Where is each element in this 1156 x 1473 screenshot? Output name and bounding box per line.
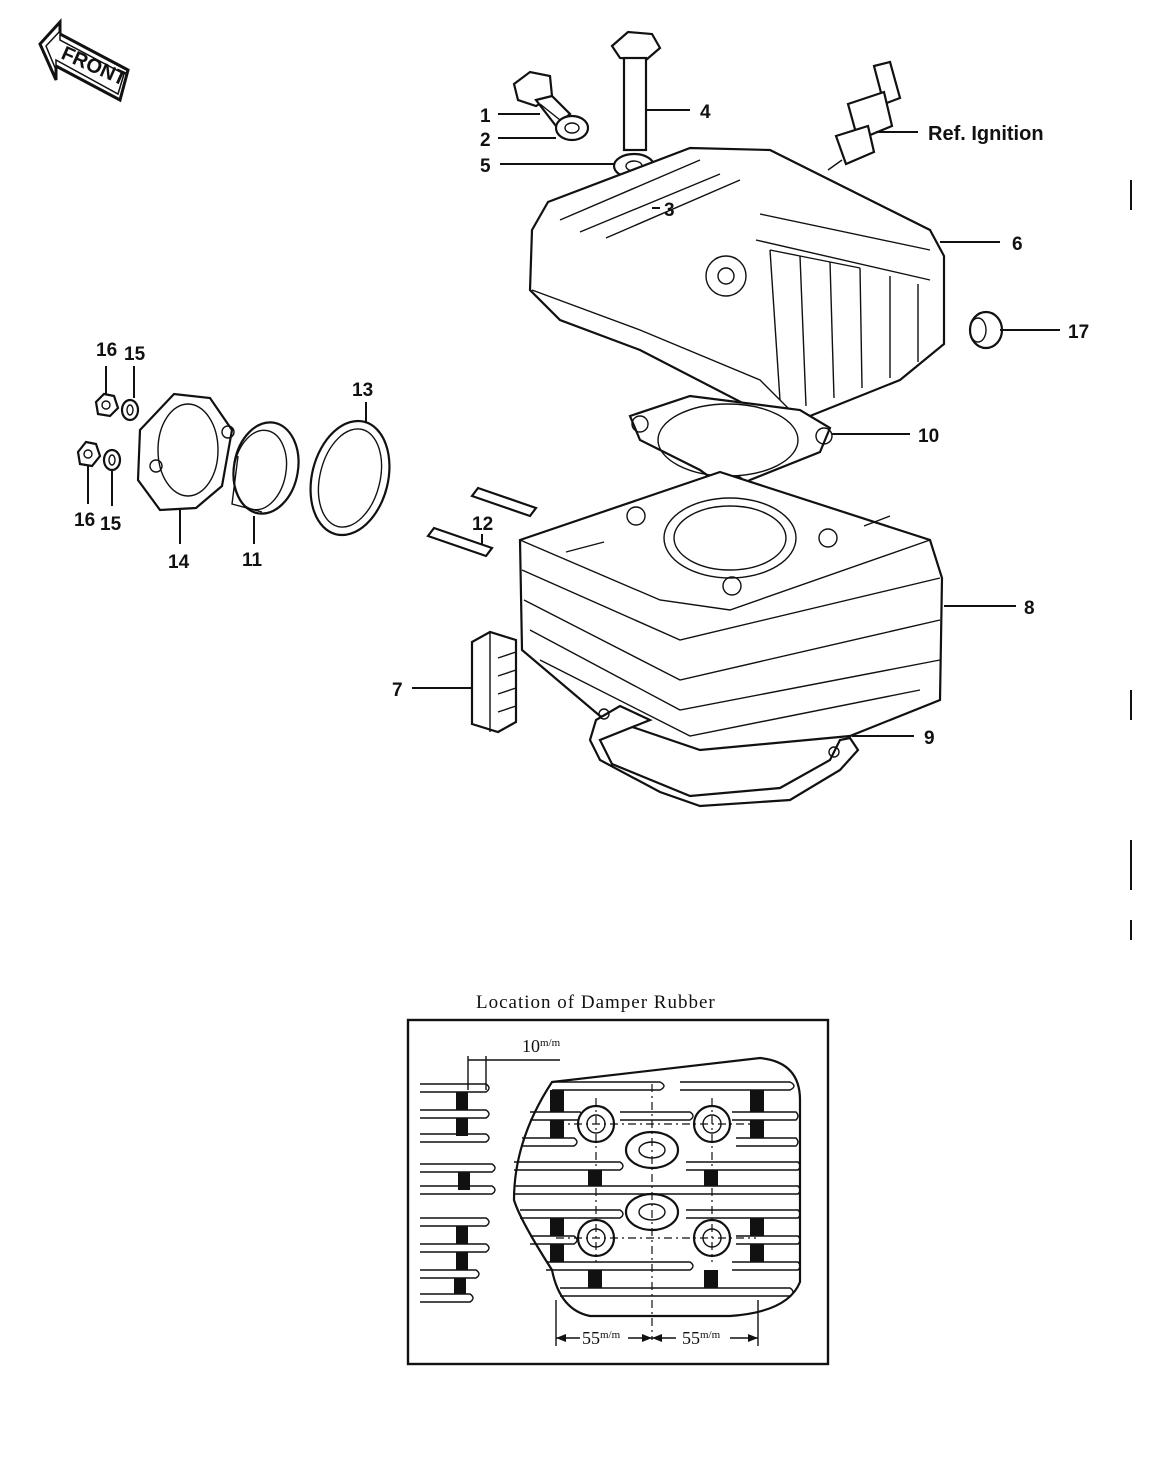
callout-5: 5	[480, 156, 491, 177]
inset-dim-left-unit: m/m	[600, 1329, 621, 1341]
leader-lines	[87, 109, 1060, 737]
inset-dim-top-unit: m/m	[540, 1037, 561, 1049]
front-arrow-icon: FRONT	[38, 18, 130, 103]
part-13-ring-gasket	[309, 419, 391, 537]
scan-specks	[1130, 180, 1132, 940]
part-2-washer	[554, 114, 590, 142]
callout-3: 3	[664, 200, 675, 221]
callout-16-upper: 16	[96, 340, 117, 361]
inset-dim-left-value: 55	[582, 1328, 600, 1348]
part-11-sleeve	[231, 421, 300, 515]
callout-13: 13	[352, 380, 373, 401]
ignition-reference: Ref. Ignition	[928, 123, 1044, 145]
inset-centerlines	[556, 1084, 756, 1340]
callout-2: 2	[480, 130, 491, 151]
damper-rubber-inset: Location of Damper Rubber 1	[406, 992, 830, 1366]
callout-10: 10	[918, 426, 939, 447]
part-17-damper	[968, 310, 1004, 350]
part-9-base-gasket	[588, 704, 860, 808]
callout-15-upper: 15	[124, 344, 146, 365]
spark-plug	[827, 60, 902, 171]
part-15-washer-lower	[102, 448, 122, 472]
part-8-cylinder	[518, 470, 944, 752]
callout-6: 6	[1012, 234, 1023, 255]
svg-text:10m/m: 10m/m	[522, 1036, 561, 1056]
callout-16-lower: 16	[74, 510, 95, 531]
callout-4: 4	[700, 102, 711, 123]
part-16-nut-lower	[76, 440, 102, 468]
inset-dim-right-unit: m/m	[700, 1329, 721, 1341]
part-7-damper-block	[470, 630, 518, 734]
svg-text:55m/m: 55m/m	[582, 1328, 621, 1348]
part-15-washer-upper	[120, 398, 140, 422]
inset-dimension-55: 55m/m 55m/m	[555, 1300, 759, 1348]
callouts: 1 2 3 4 5 6 7 8 9 10 11 12 13 14 15 15 1…	[74, 102, 1089, 749]
part-16-nut-upper	[94, 392, 120, 418]
inset-dim-top-value: 10	[522, 1036, 540, 1056]
callout-12: 12	[472, 514, 493, 535]
part-4-bolt	[610, 30, 662, 152]
callout-9: 9	[924, 728, 935, 749]
inset-dim-right-value: 55	[682, 1328, 700, 1348]
inset-head-fins	[514, 1081, 801, 1297]
callout-17: 17	[1068, 322, 1089, 343]
inset-dimension-10: 10m/m	[467, 1036, 561, 1090]
part-12-dowel-pins	[426, 486, 538, 558]
callout-7: 7	[392, 680, 403, 701]
svg-text:55m/m: 55m/m	[682, 1328, 721, 1348]
inset-title: Location of Damper Rubber	[476, 992, 716, 1013]
inset-side-fins	[420, 1083, 496, 1303]
callout-1: 1	[480, 106, 491, 127]
callout-15-lower: 15	[100, 514, 122, 535]
callout-8: 8	[1024, 598, 1035, 619]
part-14-flange	[136, 392, 235, 512]
callout-11: 11	[242, 550, 263, 571]
part-6-cylinder-head	[528, 146, 946, 422]
callout-14: 14	[168, 552, 190, 573]
